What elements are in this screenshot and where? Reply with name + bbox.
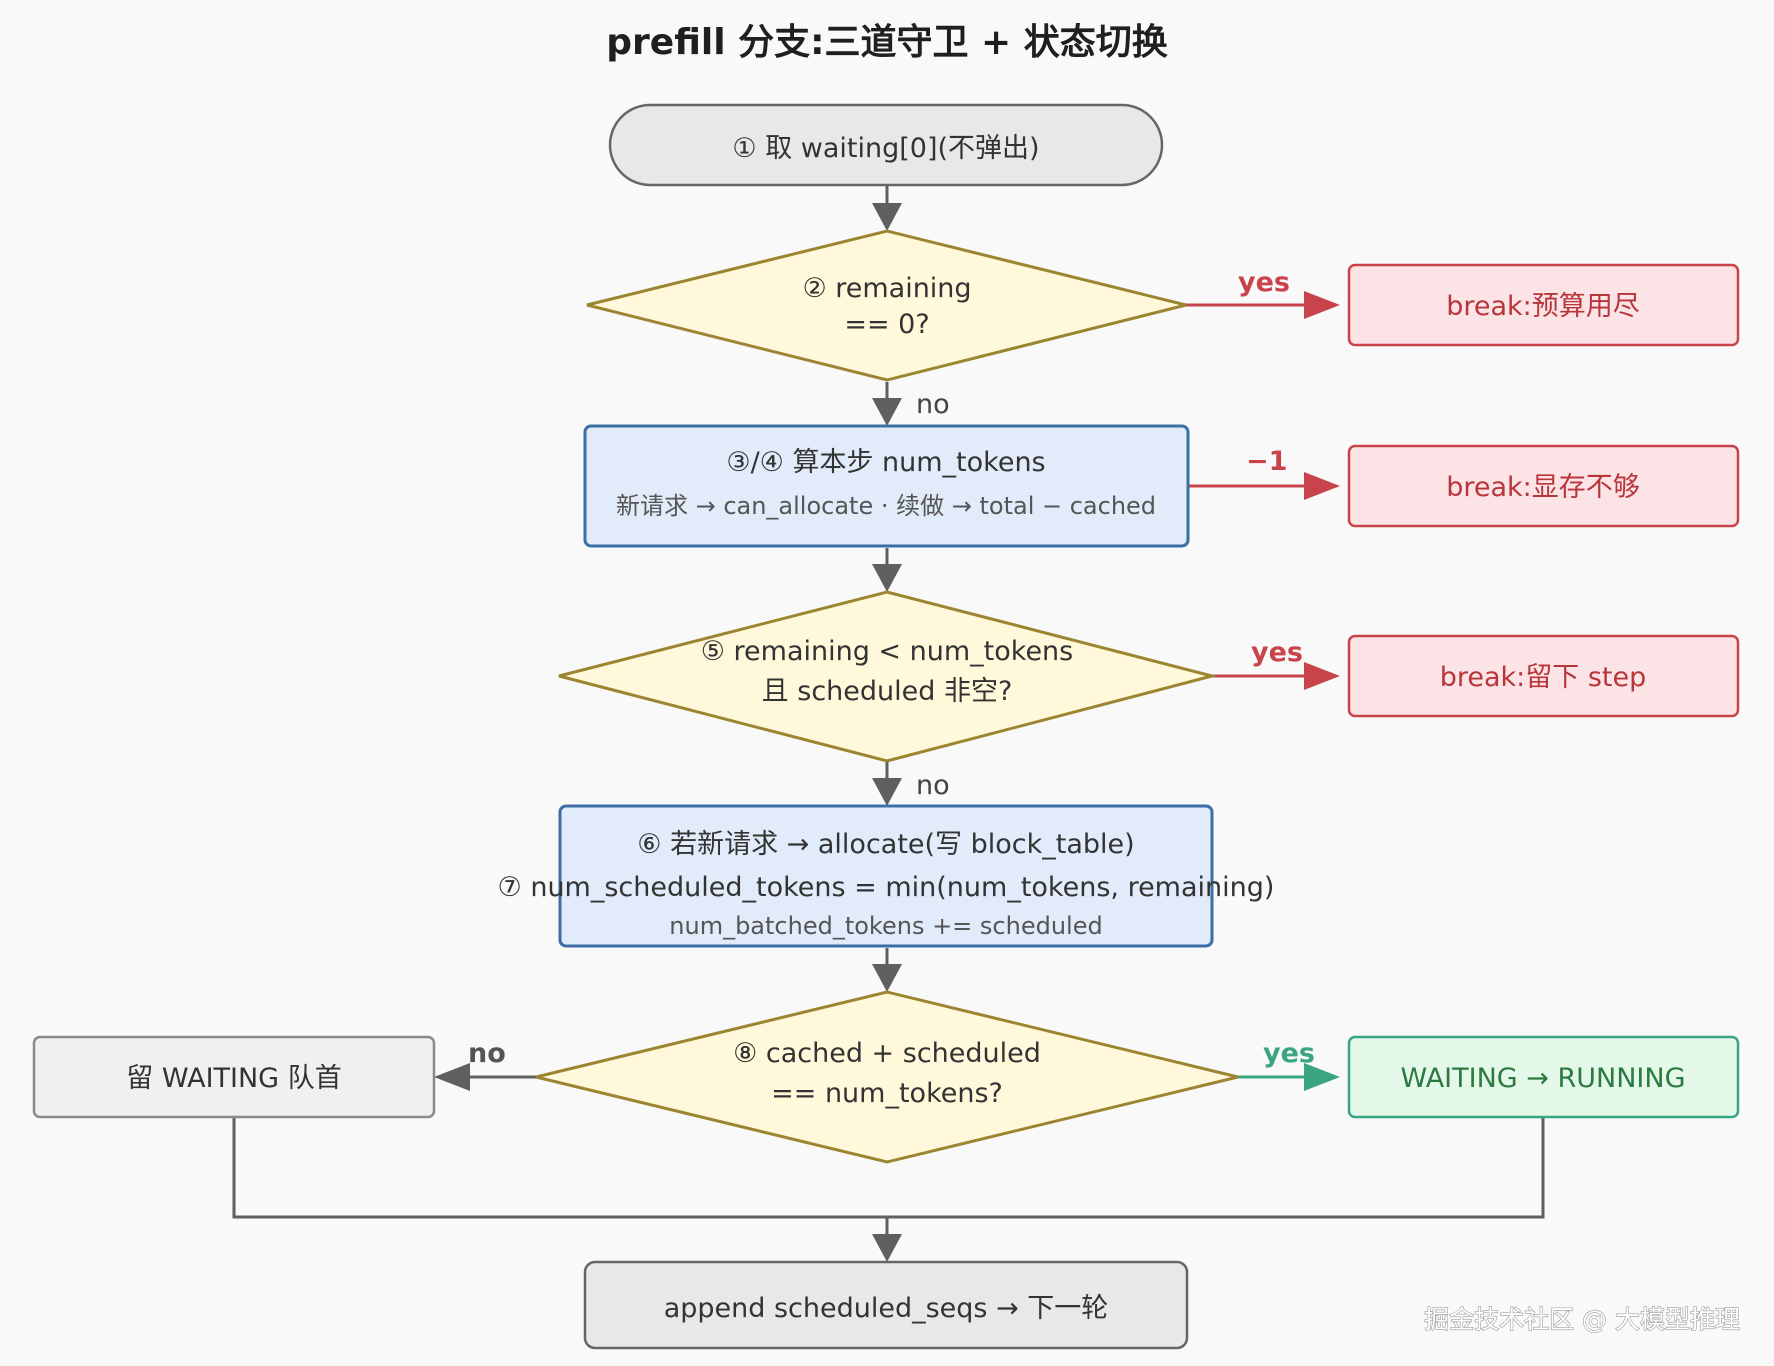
- node-check-remaining-line1: ② remaining: [802, 273, 971, 304]
- node-break-step: break:留下 step: [1347, 634, 1740, 718]
- edge-label-budget-no: no: [916, 770, 950, 801]
- node-append: append scheduled_seqs → 下一轮: [583, 1260, 1189, 1350]
- node-stay-waiting: 留 WAITING 队首: [32, 1035, 436, 1119]
- node-append-label: append scheduled_seqs → 下一轮: [664, 1293, 1109, 1324]
- node-start-label: ① 取 waiting[0](不弹出): [732, 133, 1039, 164]
- node-break-budget: break:预算用尽: [1347, 263, 1740, 347]
- node-compute-tokens: ③/④ 算本步 num_tokens 新请求 → can_allocate · …: [583, 424, 1190, 548]
- node-break-budget-label: break:预算用尽: [1446, 291, 1640, 322]
- node-check-budget-line2: 且 scheduled 非空?: [762, 676, 1013, 707]
- node-check-complete: ⑧ cached + scheduled == num_tokens?: [535, 990, 1239, 1164]
- node-stay-waiting-label: 留 WAITING 队首: [126, 1063, 341, 1094]
- arrowhead-complete-yes: [1304, 1063, 1340, 1091]
- node-check-complete-line2: == num_tokens?: [771, 1078, 1003, 1109]
- node-allocate: ⑥ 若新请求 → allocate(写 block_table) ⑦ num_s…: [498, 804, 1275, 948]
- edge-label-complete-yes: yes: [1263, 1038, 1315, 1069]
- node-allocate-line3: num_batched_tokens += scheduled: [669, 912, 1102, 940]
- node-break-memory-label: break:显存不够: [1446, 472, 1640, 503]
- node-allocate-line2: ⑦ num_scheduled_tokens = min(num_tokens,…: [498, 872, 1275, 903]
- edge-label-remaining-no: no: [916, 389, 950, 420]
- arrowhead-merge-to-append: [872, 1234, 902, 1262]
- watermark: 掘金技术社区 @ 大模型推理: [1424, 1305, 1740, 1334]
- edge-running-to-merge: [887, 1117, 1545, 1219]
- arrowhead-remaining-no: [872, 398, 902, 426]
- arrowhead-compute-to-budget: [872, 564, 902, 592]
- edge-label-remaining-yes: yes: [1238, 267, 1290, 298]
- node-break-memory: break:显存不够: [1347, 444, 1740, 528]
- arrowhead-complete-no: [434, 1063, 470, 1091]
- node-to-running: WAITING → RUNNING: [1347, 1035, 1740, 1119]
- diagram-title: prefill 分支:三道守卫 + 状态切换: [606, 22, 1167, 63]
- edge-label-budget-yes: yes: [1251, 637, 1303, 668]
- node-check-complete-line1: ⑧ cached + scheduled: [733, 1038, 1041, 1069]
- node-start: ① 取 waiting[0](不弹出): [608, 103, 1164, 187]
- node-check-remaining: ② remaining == 0?: [586, 229, 1187, 382]
- arrowhead-start-to-remaining: [872, 203, 902, 231]
- arrowhead-compute-fail: [1304, 472, 1340, 500]
- arrowhead-budget-yes: [1304, 662, 1340, 690]
- edge-label-complete-no: no: [468, 1038, 506, 1069]
- edge-waiting-to-merge: [232, 1117, 887, 1219]
- node-check-budget-line1: ⑤ remaining < num_tokens: [701, 636, 1074, 667]
- arrowhead-remaining-yes: [1304, 291, 1340, 319]
- node-compute-tokens-line2: 新请求 → can_allocate · 续做 → total − cached: [616, 492, 1156, 520]
- node-break-step-label: break:留下 step: [1440, 662, 1647, 693]
- node-compute-tokens-line1: ③/④ 算本步 num_tokens: [726, 447, 1045, 478]
- edge-label-compute-fail: −1: [1246, 446, 1287, 477]
- node-check-budget: ⑤ remaining < num_tokens 且 scheduled 非空?: [558, 590, 1218, 763]
- node-allocate-line1: ⑥ 若新请求 → allocate(写 block_table): [637, 829, 1134, 860]
- arrowhead-allocate-to-complete: [872, 964, 902, 992]
- node-check-remaining-line2: == 0?: [844, 309, 929, 340]
- node-to-running-label: WAITING → RUNNING: [1400, 1063, 1685, 1094]
- arrowhead-budget-no: [872, 778, 902, 806]
